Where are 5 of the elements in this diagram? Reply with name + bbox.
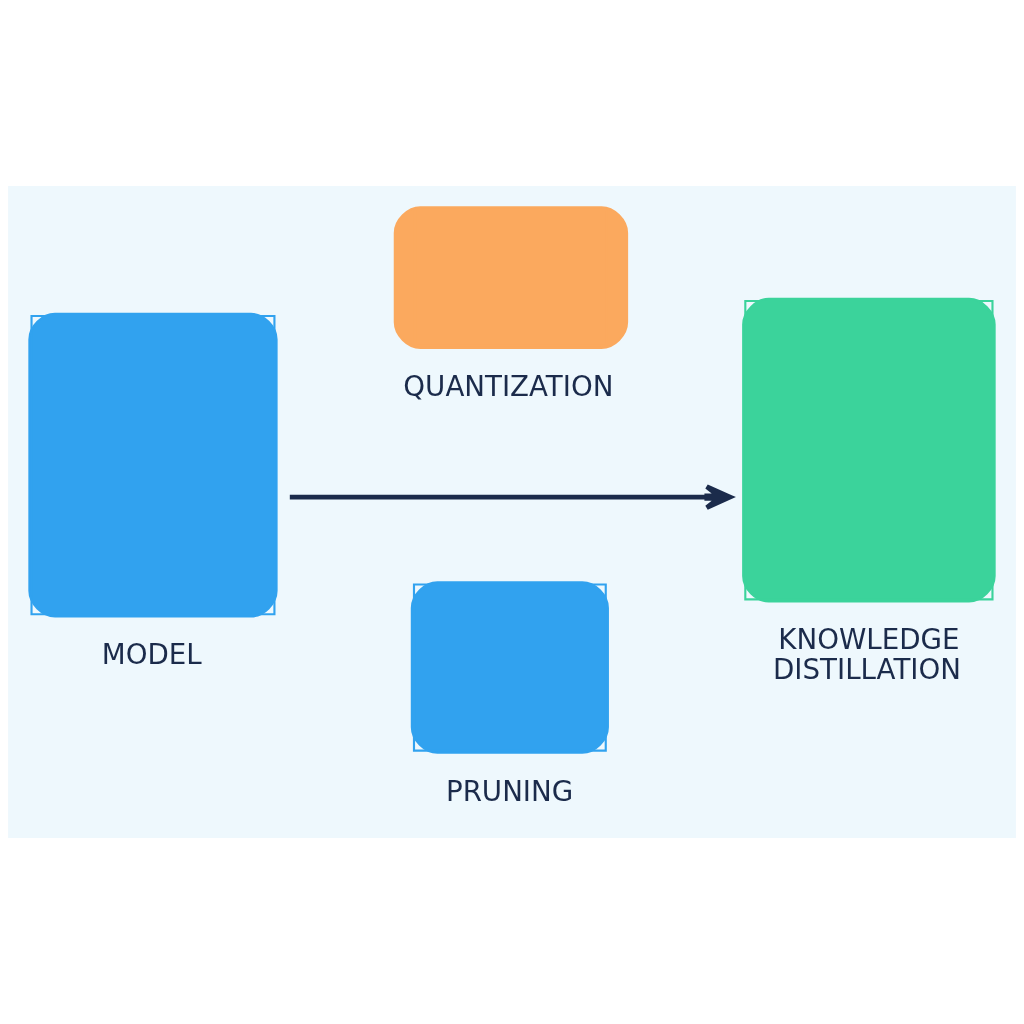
node-label: QUANTIZATION — [403, 369, 614, 403]
node-label: PRUNING — [445, 774, 574, 808]
node-label: KNOWLEDGE DISTILLATION — [773, 623, 962, 687]
arrow — [289, 484, 733, 510]
node-label: MODEL — [101, 638, 202, 672]
